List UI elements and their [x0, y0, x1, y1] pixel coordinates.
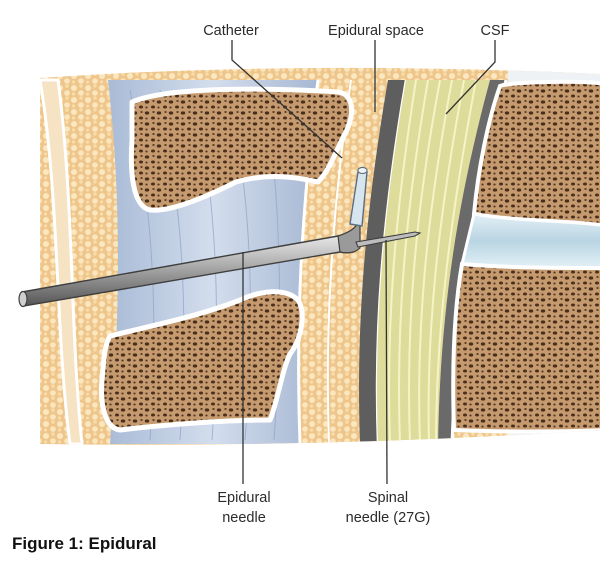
label-epidural-needle-line1: Epidural: [217, 490, 270, 506]
nerve-roots: [388, 79, 477, 445]
label-csf: CSF: [481, 23, 510, 39]
vertebral-body-upper: [471, 79, 600, 229]
spinal-needle-leader: [385, 239, 388, 485]
spinous-process-upper: [128, 86, 355, 213]
epidural-needle-tip: [337, 221, 361, 254]
vertebral-body-lower: [451, 261, 600, 434]
label-spinal-needle-line2: needle (27G): [346, 510, 431, 526]
catheter-tip: [357, 166, 368, 175]
epidural-needle: [18, 221, 361, 308]
figure-caption: Figure 1: Epidural: [12, 534, 157, 553]
epidural-space-region: [328, 80, 388, 444]
csf-region: [377, 80, 490, 444]
leader-lines: [231, 40, 496, 485]
spinal-needle-shaft: [355, 231, 422, 248]
label-epidural-space: Epidural space: [328, 23, 424, 39]
superficial-layer: [40, 78, 84, 445]
anatomy-scene: [40, 67, 600, 445]
label-epidural-needle-line2: needle: [222, 510, 266, 526]
epidural-needle-hub: [18, 290, 28, 308]
label-spinal-needle-line1: Spinal: [368, 490, 408, 506]
intervertebral-disc: [460, 212, 600, 270]
spinous-process-lower: [99, 289, 305, 433]
catheter: [349, 166, 368, 227]
csf-leader: [445, 40, 496, 115]
spinal-needle: [355, 231, 422, 248]
dura-mater: [359, 80, 406, 444]
catheter-leader: [231, 40, 343, 159]
label-catheter: Catheter: [203, 23, 259, 39]
